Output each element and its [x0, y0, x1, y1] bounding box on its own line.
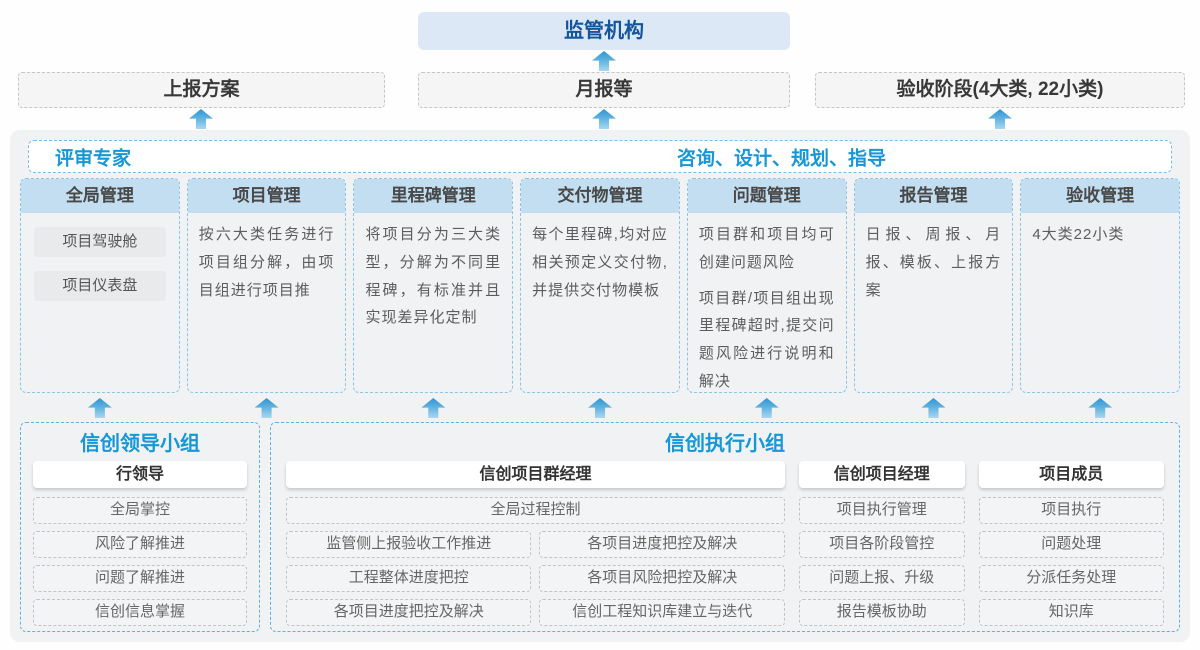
up-arrow-icon: [421, 398, 446, 418]
column-milestone-management: 里程碑管理 将项目分为三大类型，分解为不同里程碑，有标准并且实现差异化定制: [353, 178, 514, 393]
role-card-project-manager: 信创项目经理: [798, 461, 965, 488]
column-body: 按六大类任务进行项目组分解，由项目组进行项目推: [188, 213, 346, 392]
column-arrows: [20, 398, 1180, 418]
arrow-cell: [520, 398, 680, 418]
review-experts-label: 评审专家: [55, 148, 132, 169]
column-deliverable-management: 交付物管理 每个里程碑,均对应相关预定义交付物,并提供交付物模板: [520, 178, 680, 393]
column-global-management: 全局管理 项目驾驶舱 项目仪表盘: [20, 178, 180, 393]
up-arrow-icon: [189, 109, 213, 129]
arrow-cell: [687, 398, 847, 418]
arrow-cell: [854, 398, 1014, 418]
program-manager-items: 监管侧上报验收工作推进 各项目进度把控及解决 工程整体进度把控 各项目风险把控及…: [286, 531, 785, 633]
list-item: 问题处理: [978, 531, 1164, 558]
chip-project-dashboard: 项目仪表盘: [34, 271, 166, 301]
bottom-groups: 信创领导小组 行领导 全局掌控 风险了解推进 问题了解推进 信创信息掌握 信创执…: [20, 422, 1180, 632]
list-item: 项目执行: [978, 497, 1164, 524]
up-arrow-icon: [921, 398, 946, 418]
column-title: 问题管理: [687, 179, 846, 213]
list-item: 风险了解推进: [33, 531, 247, 558]
project-member-column: 项目成员 项目执行 问题处理 分派任务处理 知识库: [978, 461, 1164, 633]
arrow-cell: [20, 398, 180, 418]
list-item: 报告模板协助: [798, 599, 965, 626]
up-arrow-icon: [1088, 398, 1113, 418]
column-text: 每个里程碑,均对应相关预定义交付物,并提供交付物模板: [532, 226, 668, 299]
column-project-management: 项目管理 按六大类任务进行项目组分解，由项目组进行项目推: [186, 178, 347, 393]
list-item: 各项目进度把控及解决: [286, 599, 532, 626]
channel-report-plan: 上报方案: [18, 72, 385, 108]
column-body: 项目群和项目均可创建问题风险 项目群/项目组出现里程碑超时,提交问题风险进行说明…: [688, 213, 846, 392]
column-body: 每个里程碑,均对应相关预定义交付物,并提供交付物模板: [521, 213, 679, 392]
column-body: 4大类22小类: [1021, 213, 1179, 392]
up-arrow-icon: [588, 398, 613, 418]
column-text: 按六大类任务进行项目组分解，由项目组进行项目推: [198, 226, 335, 299]
list-item: 监管侧上报验收工作推进: [286, 531, 532, 558]
arrow-cell: [187, 398, 347, 418]
management-columns: 全局管理 项目驾驶舱 项目仪表盘 项目管理 按六大类任务进行项目组分解，由项目组…: [20, 178, 1181, 393]
up-arrow-icon: [988, 109, 1012, 129]
up-arrow-icon: [592, 51, 616, 71]
consulting-label: 咨询、设计、规划、指导: [677, 148, 887, 169]
up-arrow-icon: [254, 398, 279, 418]
column-title: 项目管理: [187, 179, 346, 213]
list-item: 信创信息掌握: [33, 599, 247, 626]
list-item: 项目各阶段管控: [798, 531, 965, 558]
column-body: 将项目分为三大类型，分解为不同里程碑，有标准并且实现差异化定制: [354, 213, 512, 392]
role-card-program-manager: 信创项目群经理: [286, 461, 785, 488]
list-item: 全局掌控: [33, 497, 247, 524]
execution-group-box: 信创执行小组 信创项目群经理 全局过程控制 监管侧上报验收工作推进 各项目进度把…: [270, 422, 1180, 632]
list-item: 项目执行管理: [798, 497, 965, 524]
channel-monthly-report: 月报等: [418, 72, 790, 108]
list-item: 问题了解推进: [33, 565, 247, 592]
chip-project-cockpit: 项目驾驶舱: [34, 227, 166, 257]
arrow-cell: [1020, 398, 1180, 418]
platform-header: 评审专家 咨询、设计、规划、指导: [28, 140, 1172, 173]
column-title: 验收管理: [1021, 179, 1180, 213]
column-text: 日报、周报、月报、模板、上报方案: [865, 226, 1002, 299]
up-arrow-icon: [592, 109, 616, 129]
list-item: 各项目进度把控及解决: [539, 531, 785, 558]
column-acceptance-management: 验收管理 4大类22小类: [1020, 178, 1181, 393]
program-manager-column: 信创项目群经理 全局过程控制 监管侧上报验收工作推进 各项目进度把控及解决 工程…: [286, 461, 785, 633]
platform-panel: 评审专家 咨询、设计、规划、指导 全局管理 项目驾驶舱 项目仪表盘 项目管理 按…: [10, 130, 1190, 642]
column-issue-management: 问题管理 项目群和项目均可创建问题风险 项目群/项目组出现里程碑超时,提交问题风…: [686, 178, 847, 393]
list-item: 问题上报、升级: [798, 565, 965, 592]
column-text: 项目群/项目组出现里程碑超时,提交问题风险进行说明和解决: [698, 289, 835, 390]
column-title: 报告管理: [854, 179, 1013, 213]
leadership-group-box: 信创领导小组 行领导 全局掌控 风险了解推进 问题了解推进 信创信息掌握: [20, 422, 260, 632]
column-body: 项目驾驶舱 项目仪表盘: [21, 213, 179, 392]
column-text: 项目群和项目均可创建问题风险: [698, 226, 835, 271]
column-title: 全局管理: [21, 179, 179, 213]
column-text: 将项目分为三大类型，分解为不同里程碑，有标准并且实现差异化定制: [365, 226, 502, 327]
list-item: 工程整体进度把控: [286, 565, 532, 592]
channel-acceptance-stage: 验收阶段(4大类, 22小类): [815, 72, 1185, 108]
column-report-management: 报告管理 日报、周报、月报、模板、上报方案: [853, 178, 1014, 393]
column-title: 里程碑管理: [354, 179, 513, 213]
list-item: 信创工程知识库建立与迭代: [539, 599, 785, 626]
leadership-group-title: 信创领导小组: [80, 433, 200, 455]
role-card-bank-leaders: 行领导: [33, 461, 247, 488]
column-title: 交付物管理: [521, 179, 679, 213]
column-text: 4大类22小类: [1032, 226, 1125, 243]
regulator-box: 监管机构: [418, 12, 790, 50]
execution-grid: 信创项目群经理 全局过程控制 监管侧上报验收工作推进 各项目进度把控及解决 工程…: [286, 461, 1164, 633]
role-card-project-member: 项目成员: [978, 461, 1164, 488]
up-arrow-icon: [87, 398, 112, 418]
up-arrow-icon: [754, 398, 779, 418]
list-item: 全局过程控制: [286, 497, 785, 524]
list-item: 知识库: [978, 599, 1164, 626]
list-item: 各项目风险把控及解决: [539, 565, 785, 592]
execution-group-title: 信创执行小组: [665, 433, 785, 455]
list-item: 分派任务处理: [978, 565, 1164, 592]
project-manager-column: 信创项目经理 项目执行管理 项目各阶段管控 问题上报、升级 报告模板协助: [798, 461, 965, 633]
arrow-cell: [353, 398, 513, 418]
column-body: 日报、周报、月报、模板、上报方案: [855, 213, 1013, 392]
